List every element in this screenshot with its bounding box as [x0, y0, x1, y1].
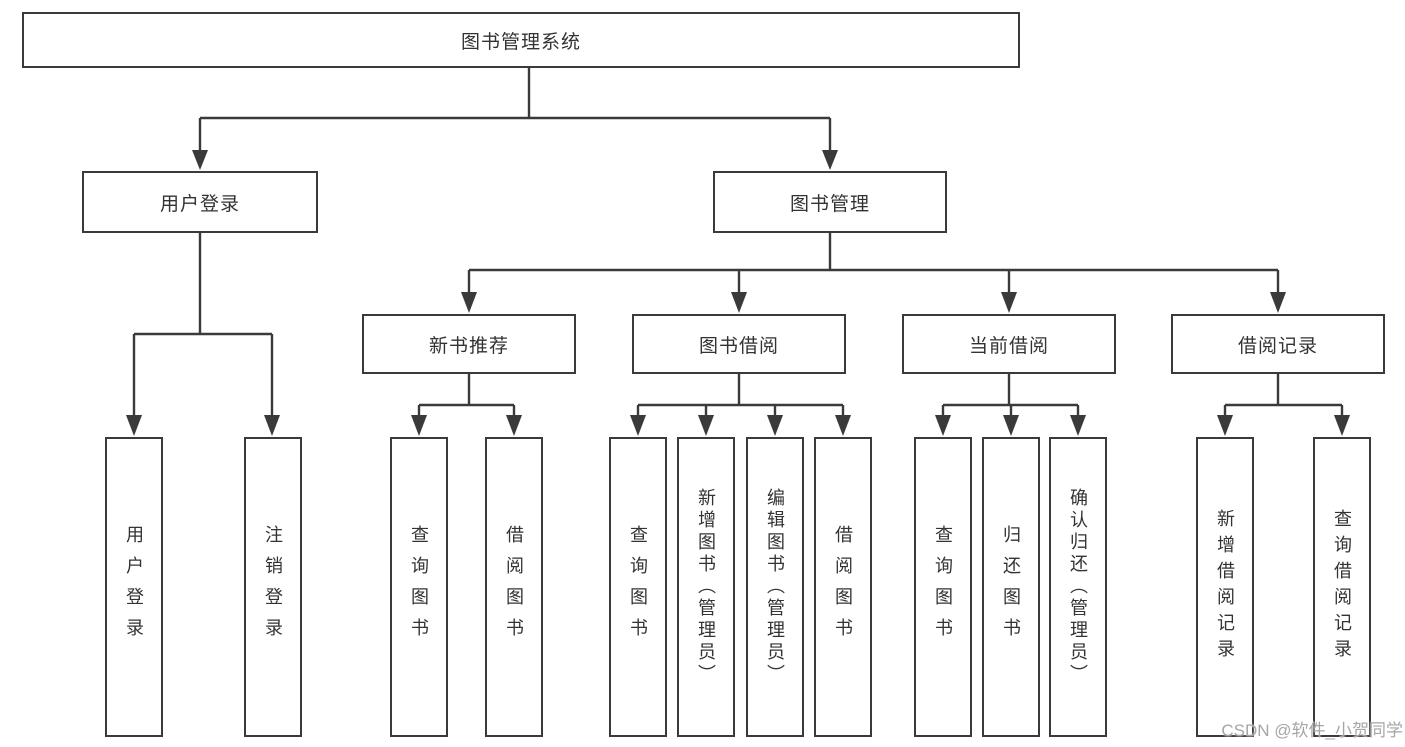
leaf-label: 编辑图书（管理员）: [765, 488, 785, 686]
leaf-borrow-edit-admin: 编辑图书（管理员）: [746, 437, 804, 737]
leaf-borrow-add-admin: 新增图书（管理员）: [677, 437, 735, 737]
node-user-login: 用户登录: [82, 171, 318, 233]
leaf-label: 注销登录: [263, 525, 283, 649]
node-borrow-records: 借阅记录: [1171, 314, 1385, 374]
leaf-label: 查询图书: [409, 525, 429, 649]
arrowhead: [935, 415, 951, 436]
leaf-current-confirm-admin: 确认归还（管理员）: [1049, 437, 1107, 737]
arrowhead: [731, 292, 747, 313]
connector-user-login: [132, 233, 274, 415]
leaf-label: 借阅图书: [504, 525, 524, 649]
leaf-label: 新增图书（管理员）: [696, 488, 716, 686]
arrowhead: [264, 415, 280, 436]
csdn-watermark: CSDN @软件_小贺同学: [1221, 721, 1403, 740]
leaf-label: 查询图书: [933, 525, 953, 649]
node-book-borrow: 图书借阅: [632, 314, 846, 374]
arrowhead: [1270, 292, 1286, 313]
leaf-newbook-query: 查询图书: [390, 437, 448, 737]
arrowhead: [1334, 415, 1350, 436]
leaf-user-login: 用户登录: [105, 437, 163, 737]
node-book-management: 图书管理: [713, 171, 947, 233]
leaf-label: 查询图书: [628, 525, 648, 649]
leaf-label: 确认归还（管理员）: [1068, 488, 1088, 686]
leaf-label: 借阅图书: [833, 525, 853, 649]
arrowhead: [192, 150, 208, 170]
arrowhead: [411, 415, 427, 436]
arrowhead: [506, 415, 522, 436]
node-root: 图书管理系统: [22, 12, 1020, 68]
leaf-borrow-borrow: 借阅图书: [814, 437, 872, 737]
leaf-logout: 注销登录: [244, 437, 302, 737]
arrowhead: [822, 150, 838, 170]
leaf-label: 新增借阅记录: [1215, 509, 1235, 665]
connector-current-borrow: [941, 374, 1080, 415]
arrowhead: [767, 415, 783, 436]
arrowhead: [1217, 415, 1233, 436]
connector-book-borrow: [636, 374, 845, 415]
node-current-borrow: 当前借阅: [902, 314, 1116, 374]
arrowhead: [461, 292, 477, 313]
arrowhead: [1001, 292, 1017, 313]
node-new-book-recommend: 新书推荐: [362, 314, 576, 374]
arrowhead: [698, 415, 714, 436]
connector-borrow-records: [1223, 374, 1344, 415]
arrowhead: [126, 415, 142, 436]
leaf-borrow-query: 查询图书: [609, 437, 667, 737]
connector-root-to-level2: [198, 68, 832, 150]
leaf-current-return: 归还图书: [982, 437, 1040, 737]
leaf-records-query: 查询借阅记录: [1313, 437, 1371, 737]
arrowhead: [1003, 415, 1019, 436]
leaf-newbook-borrow: 借阅图书: [485, 437, 543, 737]
leaf-label: 用户登录: [124, 525, 144, 649]
connector-book-management: [467, 233, 1280, 292]
leaf-current-query: 查询图书: [914, 437, 972, 737]
arrowhead: [630, 415, 646, 436]
leaf-records-add: 新增借阅记录: [1196, 437, 1254, 737]
arrowhead: [1070, 415, 1086, 436]
leaf-label: 查询借阅记录: [1332, 509, 1352, 665]
connector-new-book: [417, 374, 516, 415]
leaf-label: 归还图书: [1001, 525, 1021, 649]
arrowhead: [835, 415, 851, 436]
